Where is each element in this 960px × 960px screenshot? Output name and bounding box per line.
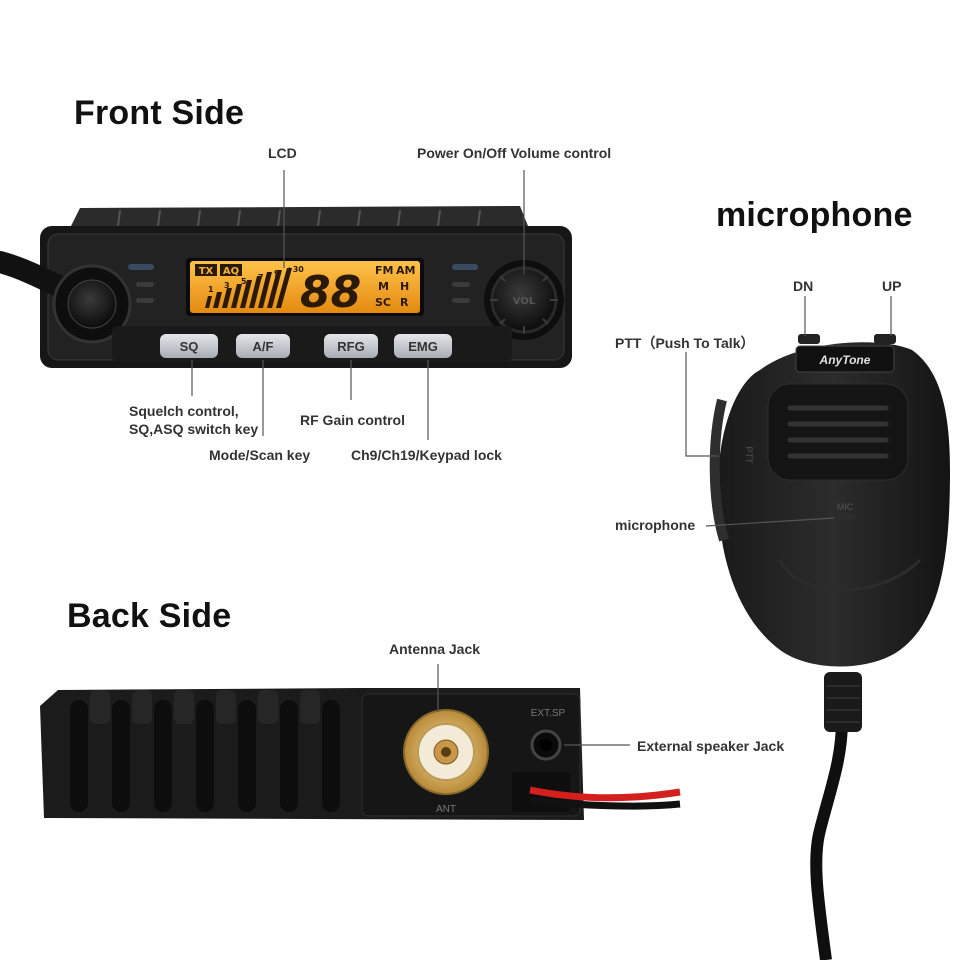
lcd-scale-7: 7 bbox=[258, 273, 264, 282]
lcd-texts: TX AQ 1 3 5 7 9 +30 88 FM AM M H SC R VO… bbox=[195, 264, 536, 318]
power-cable-red bbox=[529, 786, 681, 802]
sq-button[interactable]: SQ bbox=[180, 339, 199, 354]
label-squelch-1: Squelch control, bbox=[129, 403, 239, 419]
back-leader-lines bbox=[437, 664, 630, 746]
ext-sp-mark: EXT.SP bbox=[531, 708, 566, 719]
lcd-sc: SC bbox=[375, 296, 391, 309]
label-ch9: Ch9/Ch19/Keypad lock bbox=[351, 447, 502, 463]
rfg-button-shape bbox=[324, 334, 378, 358]
lcd-aq: AQ bbox=[223, 266, 239, 277]
back-radio bbox=[40, 688, 681, 820]
label-microphone: microphone bbox=[615, 517, 696, 533]
power-cable-black bbox=[529, 796, 681, 810]
microphone-heading: microphone bbox=[716, 196, 913, 234]
mic-leader-lines bbox=[685, 296, 892, 527]
label-antenna-jack: Antenna Jack bbox=[389, 641, 481, 657]
rfg-button[interactable]: RFG bbox=[337, 339, 364, 354]
lcd-scale-9: 9 bbox=[274, 269, 280, 278]
lcd-scale-30: +30 bbox=[286, 265, 304, 274]
label-lcd: LCD bbox=[268, 145, 297, 161]
emg-button-shape bbox=[394, 334, 452, 358]
label-up: UP bbox=[882, 278, 902, 294]
af-button-shape bbox=[236, 334, 290, 358]
lcd-am: AM bbox=[396, 264, 415, 277]
lcd-tx: TX bbox=[199, 266, 214, 277]
label-rf-gain: RF Gain control bbox=[300, 412, 405, 428]
label-squelch-2: SQ,ASQ switch key bbox=[129, 421, 259, 437]
mic-brand-logo: AnyTone bbox=[819, 353, 871, 367]
lcd-fm: FM bbox=[375, 264, 393, 277]
mic-up-button-shape bbox=[874, 334, 896, 344]
ptt-mark: PTT bbox=[744, 447, 754, 465]
lcd-m: M bbox=[378, 280, 389, 293]
label-power-volume: Power On/Off Volume control bbox=[417, 145, 612, 161]
mic-cord bbox=[810, 680, 848, 960]
sq-button-shape bbox=[160, 334, 218, 358]
lcd-screen bbox=[190, 261, 420, 313]
lcd-scale-5: 5 bbox=[241, 277, 247, 286]
lcd-h: H bbox=[400, 280, 409, 293]
label-mode-scan: Mode/Scan key bbox=[209, 447, 311, 463]
label-ext-speaker-jack: External speaker Jack bbox=[637, 738, 785, 754]
lcd-signal-bars bbox=[205, 268, 292, 308]
lcd-digits: 88 bbox=[300, 267, 361, 318]
ant-mark: ANT bbox=[436, 804, 456, 815]
heatsink-fins-top bbox=[70, 206, 528, 228]
lcd-r: R bbox=[400, 296, 409, 309]
front-side-heading: Front Side bbox=[74, 94, 245, 132]
mic-dn-button-shape bbox=[798, 334, 820, 344]
af-button[interactable]: A/F bbox=[253, 339, 274, 354]
mic-mark: MIC bbox=[837, 502, 854, 512]
label-ptt: PTT（Push To Talk） bbox=[615, 335, 755, 351]
lcd-scale-3: 3 bbox=[224, 281, 230, 290]
emg-button[interactable]: EMG bbox=[408, 339, 438, 354]
vol-knob-label: VOL bbox=[513, 296, 536, 307]
lcd-scale-1: 1 bbox=[208, 285, 214, 294]
front-radio bbox=[0, 206, 572, 368]
back-side-heading: Back Side bbox=[67, 597, 232, 635]
label-dn: DN bbox=[793, 278, 814, 294]
front-leader-lines bbox=[191, 170, 525, 440]
microphone-illustration bbox=[709, 334, 950, 960]
